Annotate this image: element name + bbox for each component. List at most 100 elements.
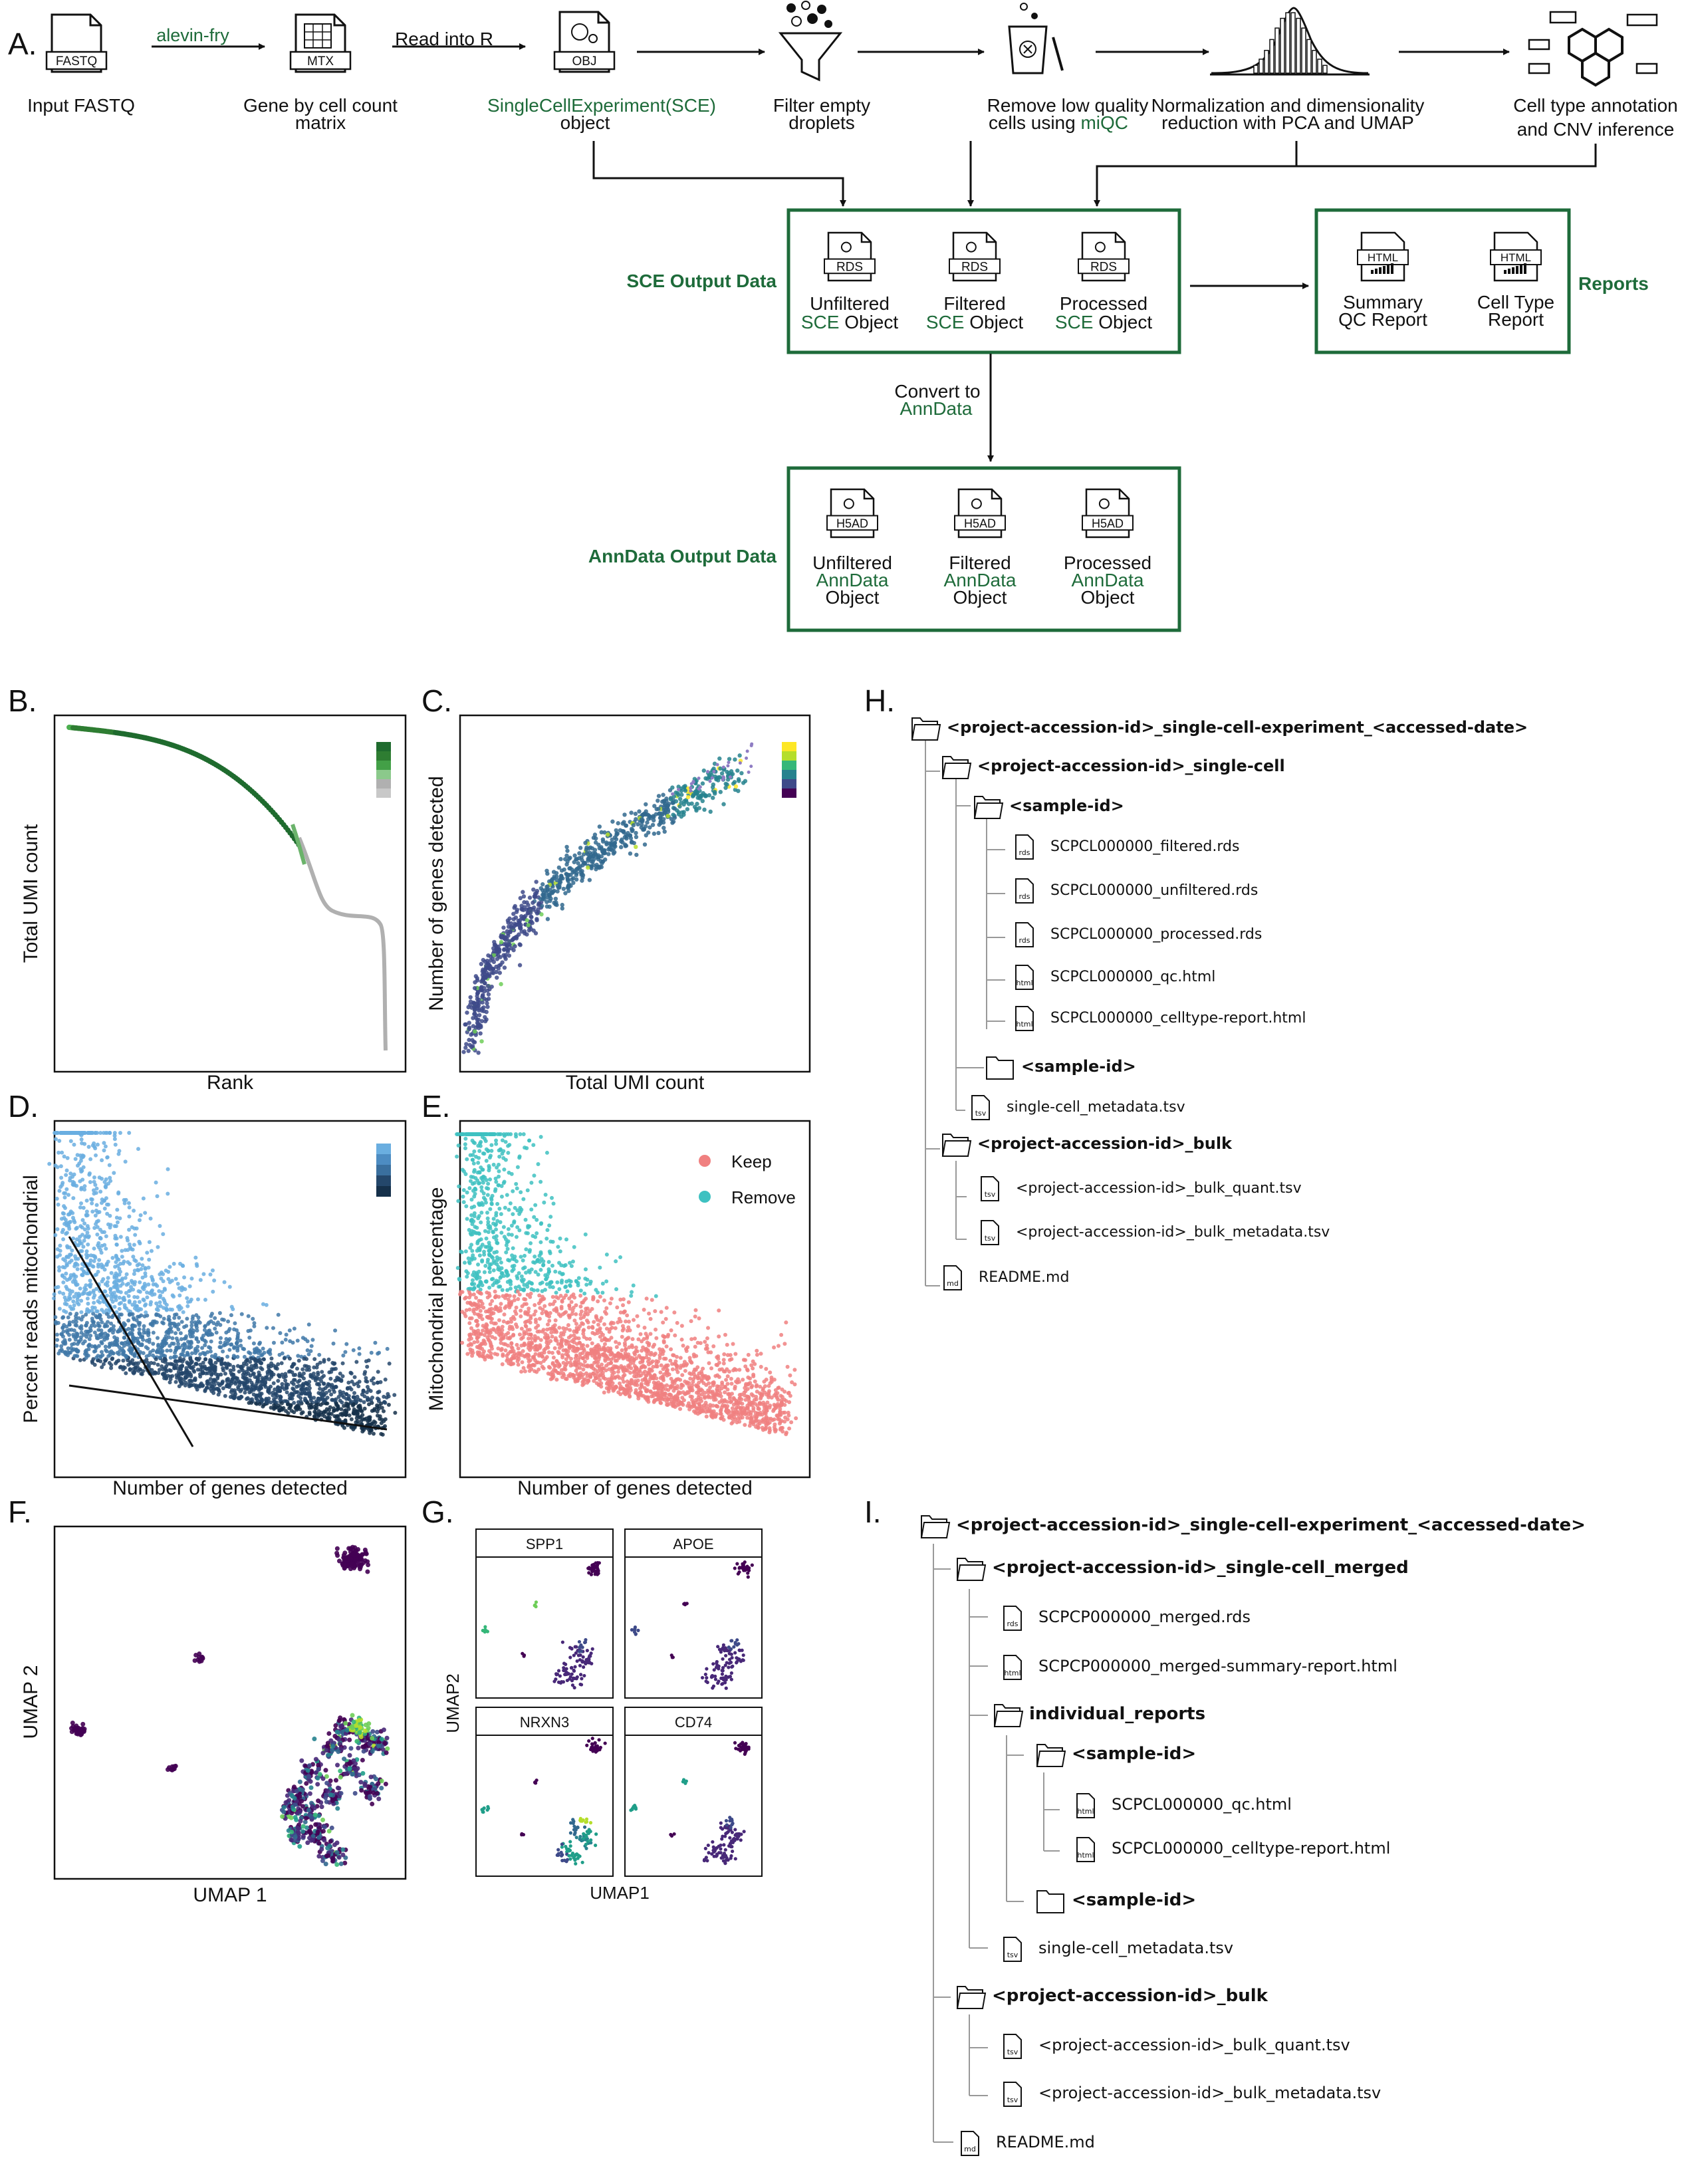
scatter-point xyxy=(185,1350,189,1355)
scatter-point xyxy=(303,1337,308,1342)
scatter-point xyxy=(131,1362,136,1366)
scatter-point xyxy=(176,1342,181,1346)
html-report-icon: HTML xyxy=(1357,231,1409,282)
scatter-point xyxy=(296,1380,301,1384)
scatter-point xyxy=(316,1413,321,1418)
scatter-point xyxy=(332,1390,336,1394)
scatter-point xyxy=(160,1320,165,1325)
scatter-point xyxy=(614,837,619,842)
scatter-point xyxy=(105,1283,110,1288)
scatter-point xyxy=(539,1240,543,1245)
scatter-point xyxy=(121,1261,126,1266)
scatter-point xyxy=(180,1343,185,1348)
scatter-point xyxy=(475,990,481,995)
scatter-point xyxy=(180,1320,184,1324)
scatter-point xyxy=(624,843,629,848)
scatter-point xyxy=(104,1312,109,1316)
scatter-point xyxy=(92,1175,96,1179)
scatter-point xyxy=(674,1367,679,1372)
scatter-point xyxy=(195,1321,199,1326)
scatter-point xyxy=(219,1360,224,1365)
scatter-point xyxy=(168,1356,173,1360)
h5ad-file-icon: H5AD xyxy=(1082,488,1134,539)
scatter-point xyxy=(74,1237,79,1242)
scatter-point xyxy=(291,1386,295,1391)
scatter-point xyxy=(644,809,648,814)
scatter-point xyxy=(71,1320,76,1324)
scatter-point xyxy=(701,768,706,773)
scatter-point xyxy=(718,790,723,794)
scatter-point xyxy=(489,1320,493,1324)
scatter-point xyxy=(333,1366,338,1371)
panel-label-a: A. xyxy=(8,27,37,61)
scatter-point xyxy=(347,1413,352,1417)
colorbar-swatch xyxy=(782,779,796,789)
scatter-point xyxy=(671,1353,676,1358)
scatter-point xyxy=(79,1201,84,1206)
scatter-point xyxy=(485,1216,490,1221)
scatter-point xyxy=(242,1354,247,1359)
scatter-point xyxy=(467,1021,471,1025)
scatter-point xyxy=(369,1398,374,1403)
scatter-point xyxy=(289,1392,294,1396)
scatter-point xyxy=(170,1278,174,1283)
scatter-point xyxy=(120,1249,124,1253)
scatter-point xyxy=(331,1341,336,1346)
scatter-point xyxy=(697,1316,701,1320)
scatter-point xyxy=(554,874,559,879)
scatter-point xyxy=(634,834,639,840)
scatter-point xyxy=(638,1332,643,1336)
scatter-point xyxy=(493,1187,498,1191)
scatter-point xyxy=(482,989,487,994)
scatter-point xyxy=(100,1230,104,1235)
scatter-point xyxy=(60,1334,65,1339)
knee-tail-line xyxy=(297,836,388,1051)
scatter-point xyxy=(469,1044,474,1049)
scatter-point xyxy=(79,1241,84,1246)
scatter-point xyxy=(502,965,507,970)
scatter-point xyxy=(89,1197,94,1201)
histogram-bar xyxy=(1317,59,1322,74)
scatter-point xyxy=(495,975,499,980)
scatter-point xyxy=(257,1401,262,1406)
anndata-item-sublabel: AnnData xyxy=(816,570,889,590)
scatter-point xyxy=(747,1423,752,1428)
scatter-point xyxy=(387,1362,392,1366)
scatter-point xyxy=(128,1247,133,1251)
scatter-point xyxy=(545,1322,550,1327)
scatter-point xyxy=(689,786,693,790)
scatter-point xyxy=(673,1333,677,1338)
scatter-point xyxy=(113,1295,118,1300)
scatter-point xyxy=(471,1024,476,1029)
scatter-point xyxy=(158,1350,162,1355)
scatter-point xyxy=(246,1328,251,1333)
scatter-point xyxy=(602,850,608,856)
scatter-point xyxy=(467,1038,471,1042)
scatter-point xyxy=(185,1304,190,1308)
scatter-point xyxy=(130,1332,134,1336)
scatter-point xyxy=(552,900,556,906)
scatter-point xyxy=(94,1153,98,1157)
scatter-point xyxy=(349,1371,354,1376)
scatter-point xyxy=(94,1309,99,1314)
scatter-point xyxy=(507,953,512,958)
sce-item-sublabel: SCE Object xyxy=(1055,312,1153,332)
scatter-point xyxy=(779,1332,784,1337)
y-axis-label-c: Number of genes detected xyxy=(425,776,447,1011)
scatter-point xyxy=(613,844,618,849)
scatter-point xyxy=(485,988,490,993)
scatter-point xyxy=(547,894,552,899)
scatter-point xyxy=(143,1211,148,1215)
scatter-point xyxy=(88,1157,93,1161)
scatter-point xyxy=(156,1304,160,1308)
scatter-point xyxy=(70,1182,75,1187)
sce-output-title: SCE Output Data xyxy=(626,271,777,291)
scatter-point xyxy=(645,820,650,825)
scatter-point xyxy=(297,1358,301,1363)
scatter-point xyxy=(255,1346,259,1351)
scatter-point xyxy=(284,1332,289,1337)
scatter-point xyxy=(64,1302,69,1306)
scatter-point xyxy=(136,1147,140,1152)
scatter-point xyxy=(551,876,556,881)
scatter-point xyxy=(101,1299,106,1304)
